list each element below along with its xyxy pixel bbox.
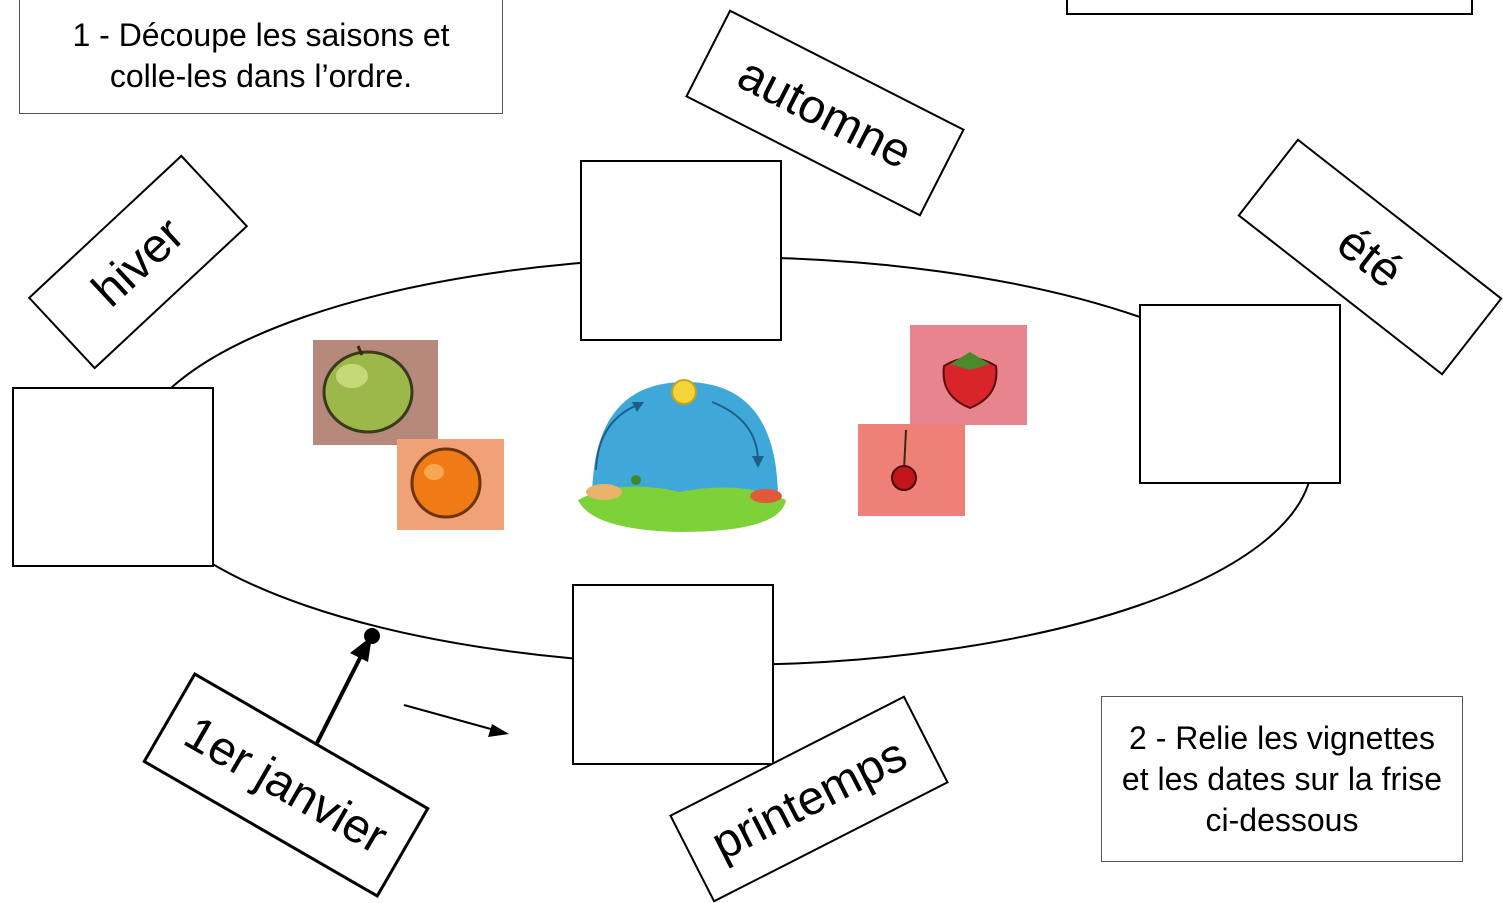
instruction-step-1-text: 1 - Découpe les saisons et colle-les dan… bbox=[72, 17, 450, 94]
orange-image bbox=[397, 439, 504, 530]
instruction-step-2: 2 - Relie les vignettes et les dates sur… bbox=[1101, 696, 1463, 862]
paste-slot-left[interactable] bbox=[12, 387, 214, 567]
instruction-step-2-text: 2 - Relie les vignettes et les dates sur… bbox=[1121, 719, 1443, 838]
date-pointer-arrow bbox=[314, 655, 363, 746]
paste-slot-top[interactable] bbox=[580, 160, 782, 341]
apple-image bbox=[313, 340, 438, 445]
cherry-image bbox=[858, 424, 965, 516]
seasonal-cycle-illustration bbox=[578, 379, 786, 532]
instruction-step-1: 1 - Découpe les saisons et colle-les dan… bbox=[19, 0, 503, 114]
paste-slot-right[interactable] bbox=[1139, 304, 1341, 484]
strawberry-image bbox=[910, 325, 1027, 425]
season-card-ete-label: été bbox=[1327, 215, 1413, 299]
direction-arrow bbox=[403, 704, 499, 732]
paste-slot-bottom[interactable] bbox=[572, 584, 774, 765]
top-right-box bbox=[1066, 0, 1473, 15]
